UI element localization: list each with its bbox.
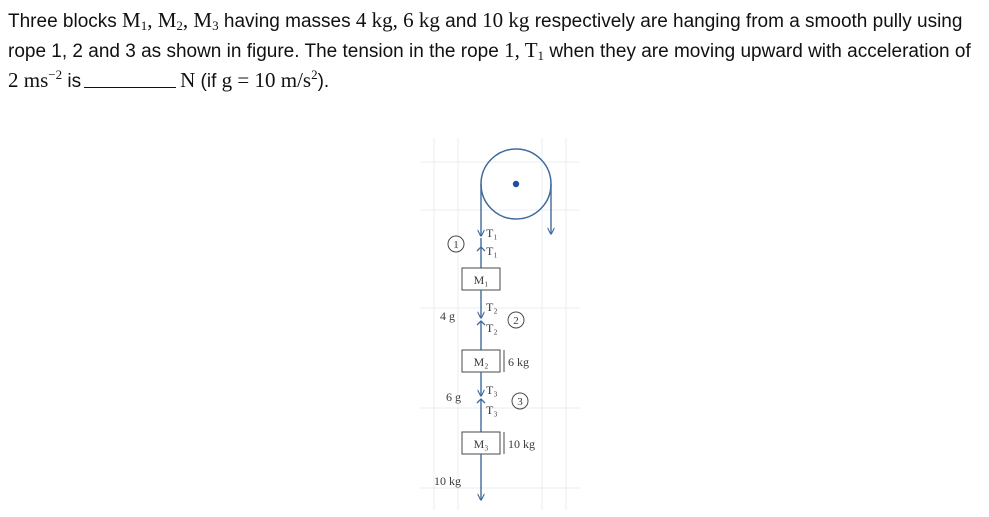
question-text-part: (if xyxy=(195,71,222,92)
rope-number: 1 xyxy=(504,38,515,62)
rope-3-label: 3 xyxy=(517,396,523,408)
weight-label-4g: 4 g xyxy=(440,309,455,323)
mass-label-10kg: 10 kg xyxy=(508,437,535,451)
separator: , xyxy=(514,38,525,62)
tension-label-t1-top: T₁ xyxy=(486,226,498,240)
question-text-part: having masses xyxy=(218,11,356,32)
separator: , xyxy=(392,8,404,32)
separator: , xyxy=(147,8,158,32)
rope-1-marker xyxy=(447,235,465,253)
mass-value-a: 4 kg xyxy=(355,8,393,32)
question-text-part: Three blocks xyxy=(8,11,123,32)
rope-2-label: 2 xyxy=(513,315,519,327)
tension-label-t3-top: T₃ xyxy=(486,383,498,397)
mass-value-c: 10 kg xyxy=(482,8,530,32)
pulley-diagram: T₁ T₁ 1 M₁ T₂ T₂ 4 g 2 M₂ 6 kg T₃ T₃ 6 g… xyxy=(420,138,580,510)
t1-up-arrow xyxy=(476,246,486,252)
weight-label-6g: 6 g xyxy=(446,390,461,404)
tension-label-t2-top: T₂ xyxy=(486,300,498,314)
gravity-expression: g = 10 m/s2 xyxy=(221,67,318,92)
symbol-m3: M3 xyxy=(193,8,219,33)
background-grid xyxy=(420,138,580,510)
rope-1-label: 1 xyxy=(453,239,459,251)
weight-label-10kg: 10 kg xyxy=(434,474,461,488)
unit-newton: N xyxy=(180,68,196,92)
tension-label-t3-bottom: T₃ xyxy=(486,403,498,417)
tension-label-t1-bottom: T₁ xyxy=(486,244,498,258)
acceleration-value: 2 ms−2 xyxy=(8,67,63,92)
pulley-figure: T₁ T₁ 1 M₁ T₂ T₂ 4 g 2 M₂ 6 kg T₃ T₃ 6 g… xyxy=(420,138,580,510)
symbol-m2: M2 xyxy=(157,8,183,33)
rope-3-marker xyxy=(511,392,529,410)
question-text-part: when they are moving upward with acceler… xyxy=(544,41,971,62)
block-m3-label: M₃ xyxy=(474,437,489,451)
question-text-part: and xyxy=(439,11,483,32)
question-text: Three blocks M1, M2, M3 having masses 4 … xyxy=(8,6,983,96)
separator: , xyxy=(182,8,194,32)
rope-2-marker xyxy=(507,311,525,329)
tension-label-t2-bottom: T₂ xyxy=(486,321,498,335)
pulley-axle xyxy=(512,180,520,188)
answer-blank[interactable] xyxy=(84,71,177,88)
block-m2-label: M₂ xyxy=(474,355,489,369)
block-m1-label: M₁ xyxy=(474,273,489,287)
symbol-t1: T1 xyxy=(524,38,545,63)
question-text-part: ). xyxy=(317,71,330,92)
mass-label-6kg: 6 kg xyxy=(508,355,529,369)
mass-value-b: 6 kg xyxy=(403,8,440,32)
question-text-part: is xyxy=(62,71,82,92)
symbol-m1: M1 xyxy=(122,8,148,33)
question-text-part: respectively are hanging from a smooth p… xyxy=(8,11,963,62)
